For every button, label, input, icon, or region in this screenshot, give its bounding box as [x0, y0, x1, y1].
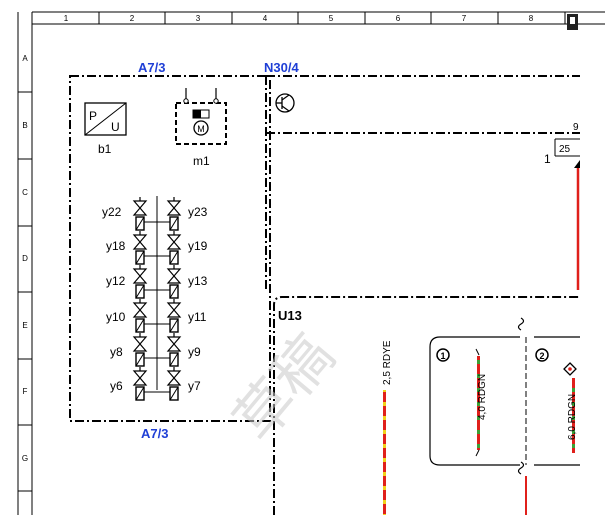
valve-label: y22 [102, 205, 122, 219]
wire-rdye [383, 390, 386, 515]
module-a7-3: A7/3 A7/3 P U b1 M m1 [69, 60, 271, 441]
sensor-symbol-u: U [111, 120, 120, 134]
marker-1-icon: 1 [436, 348, 450, 362]
valve-label: y7 [188, 379, 201, 393]
valve-label: y8 [110, 345, 123, 359]
wire-label: 2,5 RDYE [382, 340, 393, 385]
wire-rdgn [477, 356, 480, 450]
valve-label: y9 [188, 345, 201, 359]
wire-label: 6,0 RDGN [567, 394, 578, 440]
column-label: 4 [263, 14, 268, 23]
column-label: 1 [64, 14, 69, 23]
sensor-symbol-p: P [89, 109, 97, 123]
module-label-top: A7/3 [138, 60, 165, 75]
marker-label: 2 [539, 351, 544, 361]
module-u13: U13 2,5 RDYE 1 2 4,0 RDGN 6,0 RDGN [273, 296, 580, 515]
module-label-bottom: A7/3 [141, 426, 168, 441]
connector-pin-small: 9 [573, 122, 579, 133]
motor-icon: M [175, 88, 227, 145]
module-n30-4: N30/4 25 9 1 [264, 60, 580, 290]
valve-label: y23 [188, 205, 208, 219]
row-label: B [22, 121, 27, 130]
transistor-icon [275, 93, 295, 113]
column-label: 8 [529, 14, 534, 23]
row-label: F [23, 387, 28, 396]
wire-label: 4,0 RDGN [477, 374, 488, 420]
column-label: 3 [196, 14, 201, 23]
valve-label: y19 [188, 239, 208, 253]
column-label: 7 [462, 14, 467, 23]
connector-pin-box: 25 [559, 144, 571, 155]
valve-label: y10 [106, 310, 126, 324]
valve-label: y6 [110, 379, 123, 393]
row-label: C [22, 188, 28, 197]
marker-2-icon: 2 [535, 348, 549, 362]
row-label: G [22, 454, 28, 463]
module-label: N30/4 [264, 60, 299, 75]
valve-label: y12 [106, 274, 126, 288]
pressure-sensor-icon: P U [84, 102, 127, 136]
column-label: 6 [396, 14, 401, 23]
marker-label: 1 [440, 351, 445, 361]
valve-label: y18 [106, 239, 126, 253]
module-label: U13 [278, 308, 302, 323]
valve-label: y11 [188, 310, 207, 324]
row-label: A [22, 54, 28, 63]
wire-rdgn [572, 378, 575, 453]
connector-box: 25 9 1 [544, 122, 580, 290]
motor-name: m1 [193, 154, 210, 168]
column-label: 5 [329, 14, 334, 23]
valve-label: y13 [188, 274, 208, 288]
diamond-icon [563, 362, 577, 376]
connector-pin-outer: 1 [544, 152, 551, 166]
row-label: D [22, 254, 28, 263]
sensor-name: b1 [98, 142, 112, 156]
column-label: 2 [130, 14, 135, 23]
motor-symbol: M [197, 124, 205, 134]
row-label: E [22, 321, 27, 330]
